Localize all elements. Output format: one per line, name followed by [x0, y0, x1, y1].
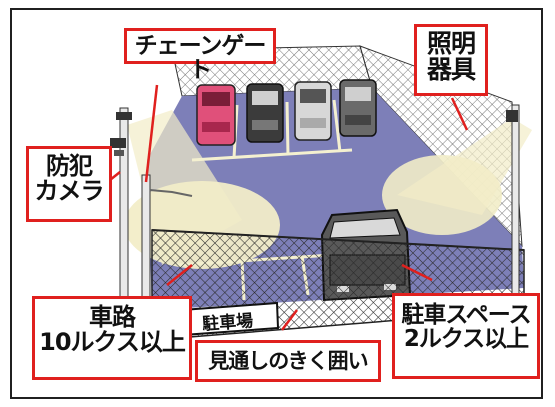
- fence-text: 見通しのきく囲い: [208, 349, 368, 373]
- road-text-line2: 10ルクス以上: [39, 328, 186, 357]
- fence-label: 見通しのきく囲い: [195, 340, 381, 382]
- chain-gate-label: チェーンゲート: [124, 28, 276, 82]
- chain-gate-text: チェーンゲート: [134, 33, 267, 84]
- illustration-frame: チェーンゲート 照明 器具 防犯 カメラ 車路 10ルクス以上 見通しのきく囲い…: [10, 8, 543, 399]
- car-silver: [294, 81, 332, 141]
- road-label: 車路 10ルクス以上: [32, 296, 192, 380]
- right-light-beam: [397, 118, 532, 215]
- parking-space-text-line2: 2ルクス以上: [403, 326, 529, 353]
- car-dark: [246, 83, 284, 143]
- camera-text-line1: 防犯: [46, 152, 93, 180]
- car-pink: [196, 84, 236, 146]
- camera-pole: [110, 107, 132, 309]
- lighting-label: 照明 器具: [414, 24, 488, 96]
- camera-label: 防犯 カメラ: [26, 146, 112, 222]
- camera-text-line2: カメラ: [34, 177, 105, 206]
- left-light-beam: [127, 110, 242, 265]
- car-gray: [339, 79, 377, 137]
- parking-space-label: 駐車スペース 2ルクス以上: [392, 293, 540, 379]
- lighting-text-line1: 照明: [426, 29, 476, 58]
- parking-space-text-line1: 駐車スペース: [401, 302, 531, 328]
- lighting-text-line2: 器具: [426, 55, 476, 85]
- road-text-line1: 車路: [89, 303, 136, 331]
- parking-lot-illustration: [109, 45, 532, 341]
